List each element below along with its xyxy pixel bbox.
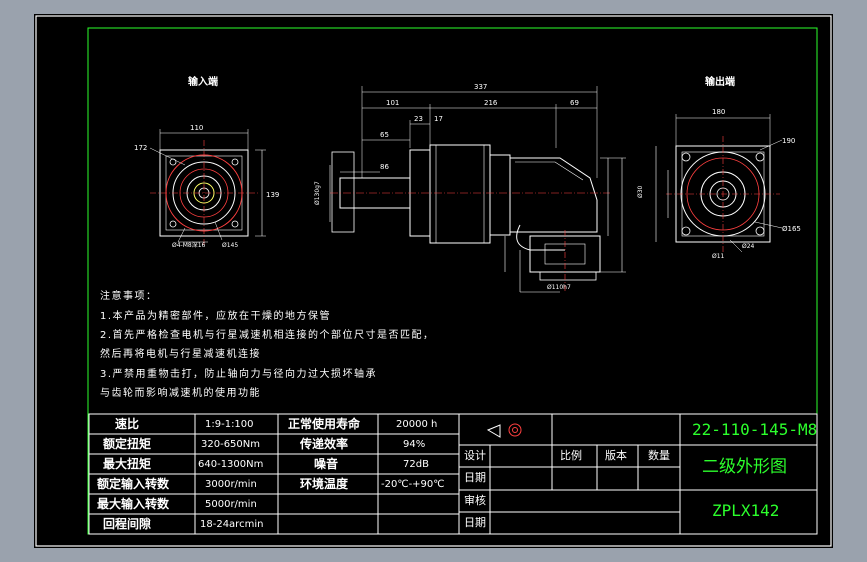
spec-value-noise: 72dB <box>403 459 429 470</box>
dim-output-pcd: 190 <box>782 137 795 145</box>
drawing-sheet <box>34 14 833 548</box>
dim-input-length: 101 <box>386 99 399 107</box>
spec-label-noise: 噪音 <box>314 457 339 471</box>
notes-line-3: 然后再将电机与行星减速机连接 <box>100 349 261 360</box>
dim-output-width: 180 <box>712 108 725 116</box>
notes-header: 注意事项： <box>100 291 158 302</box>
tb-scale-label: 比例 <box>560 449 582 462</box>
dim-output-spigot: Ø30 <box>637 185 644 198</box>
tb-date2-label: 日期 <box>464 516 486 529</box>
dim-output-hole-depth: Ø24 <box>742 243 755 250</box>
tb-review-label: 审核 <box>464 494 486 507</box>
notes-line-2: 2.首先严格检查电机与行星减速机相连接的个部位尺寸是否匹配， <box>100 330 435 341</box>
tb-version-label: 版本 <box>605 449 627 462</box>
spec-value-ambient-temp: -20℃-+90℃ <box>381 479 445 490</box>
spec-value-service-life: 20000 h <box>396 419 438 430</box>
dim-input-height: 139 <box>266 191 279 199</box>
spec-label-rated-torque: 额定扭矩 <box>103 437 152 451</box>
output-end-view <box>655 114 783 253</box>
side-view <box>329 86 626 293</box>
spec-value-max-input-speed: 5000r/min <box>205 499 257 510</box>
dim-input-holes: Ø4-M8深16 <box>172 241 206 249</box>
dim-input-bolt-circle: Ø145 <box>222 242 238 249</box>
spec-label-max-input-speed: 最大输入转数 <box>97 497 170 511</box>
spec-value-rated-input-speed: 3000r/min <box>205 479 257 490</box>
tb-model: ZPLX142 <box>712 501 780 520</box>
sheet-outer-border <box>35 15 832 547</box>
tb-drawing-name: 二级外形图 <box>702 457 787 477</box>
output-end-title: 输出端 <box>705 77 735 88</box>
dim-output-bolt-circle: Ø165 <box>782 225 801 233</box>
dim-head-length: 69 <box>570 99 579 107</box>
spec-label-max-torque: 最大扭矩 <box>103 457 152 471</box>
tb-design-label: 设计 <box>464 449 486 462</box>
dim-output-holes: Ø11 <box>712 253 725 260</box>
tb-drawing-number: 22-110-145-M8 <box>692 420 818 439</box>
dim-overall-length: 337 <box>474 83 487 91</box>
spec-value-backlash: 18-24arcmin <box>200 519 264 530</box>
spec-label-rated-input-speed: 额定输入转数 <box>97 477 170 491</box>
spec-value-max-torque: 640-1300Nm <box>198 459 264 470</box>
dim-flange-thickness: 23 <box>414 115 423 123</box>
spec-label-efficiency: 传递效率 <box>300 437 349 451</box>
input-end-title: 输入端 <box>188 77 218 88</box>
dim-shaft-length: 65 <box>380 131 389 139</box>
title-block-lines <box>458 413 818 535</box>
dim-input-spigot: Ø130g7 <box>314 181 321 205</box>
dim-body-length: 216 <box>484 99 498 107</box>
spec-table-lines <box>88 413 460 535</box>
spec-label-backlash: 回程间隙 <box>103 517 152 531</box>
dim-input-width: 110 <box>190 124 203 132</box>
dim-input-pcd: 172 <box>134 144 147 152</box>
spec-value-ratio: 1:9-1:100 <box>205 419 254 430</box>
tb-date1-label: 日期 <box>464 471 486 484</box>
dim-spigot: 17 <box>434 115 443 123</box>
notes-line-5: 与齿轮而影响减速机的使用功能 <box>100 388 261 399</box>
spec-value-rated-torque: 320-650Nm <box>201 439 261 450</box>
spec-label-ambient-temp: 环境温度 <box>300 477 349 491</box>
spec-label-ratio: 速比 <box>115 417 140 431</box>
notes-line-1: 1.本产品为精密部件，应放在干燥的地方保管 <box>100 311 332 322</box>
tb-qty-label: 数量 <box>648 449 670 462</box>
spec-value-efficiency: 94% <box>403 439 426 450</box>
projection-symbol-icon <box>486 423 522 438</box>
notes-line-4: 3.严禁用重物击打，防止轴向力与径向力过大损坏轴承 <box>100 369 378 380</box>
dim-output-shaft: Ø110h7 <box>547 284 571 291</box>
spec-label-service-life: 正常使用寿命 <box>288 417 361 431</box>
dim-shaft-key: 86 <box>380 163 389 171</box>
input-end-view <box>149 129 266 246</box>
